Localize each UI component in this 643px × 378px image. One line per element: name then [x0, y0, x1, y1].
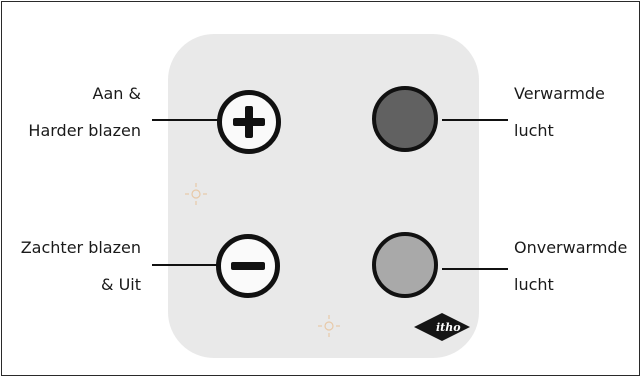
- label-onverwarmde: Onverwarmde: [514, 238, 628, 257]
- label-verwarmde-lucht: lucht: [514, 121, 554, 140]
- label-aan: Aan &: [92, 84, 141, 103]
- remote-control-panel: [168, 34, 479, 358]
- label-onverwarmde-lucht: lucht: [514, 275, 554, 294]
- plus-button[interactable]: [217, 90, 281, 154]
- unheated-air-indicator: [372, 232, 438, 298]
- minus-icon: [231, 262, 265, 270]
- leader-line-onverwarmde: [442, 268, 508, 270]
- label-verwarmde: Verwarmde: [514, 84, 605, 103]
- sun-icon: [185, 183, 207, 205]
- heated-air-indicator: [372, 86, 438, 152]
- label-uit: & Uit: [101, 275, 141, 294]
- svg-text:itho: itho: [436, 321, 461, 334]
- plus-icon-vertical: [245, 106, 253, 138]
- leader-line-zachter: [152, 264, 218, 266]
- leader-line-verwarmde: [442, 119, 508, 121]
- sun-icon: [318, 315, 340, 337]
- itho-logo: itho: [414, 313, 470, 341]
- leader-line-aan: [152, 119, 218, 121]
- label-harder-blazen: Harder blazen: [28, 121, 141, 140]
- label-zachter-blazen: Zachter blazen: [20, 238, 141, 257]
- minus-button[interactable]: [216, 234, 280, 298]
